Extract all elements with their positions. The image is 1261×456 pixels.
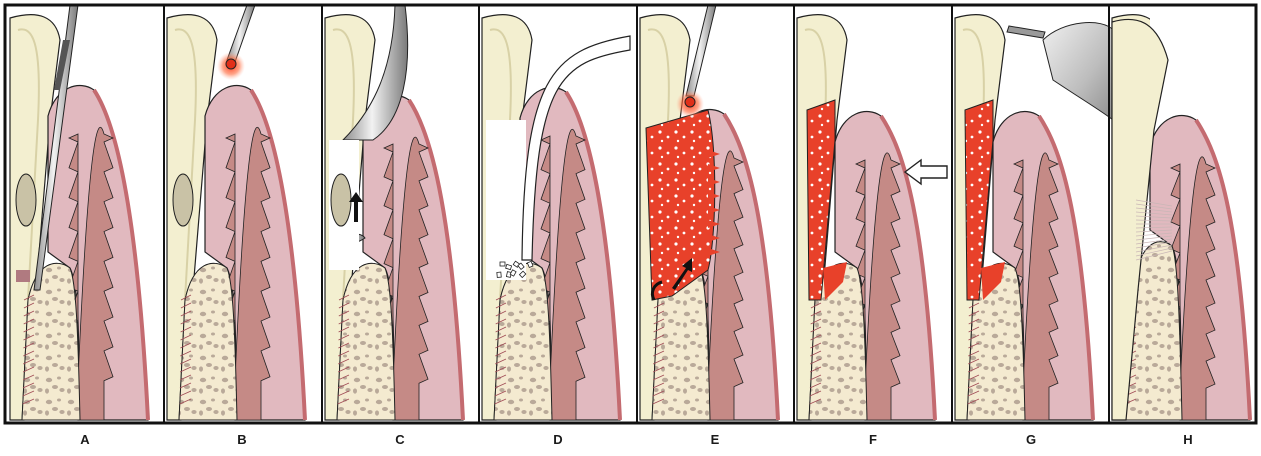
panel-label-g: G bbox=[1011, 432, 1051, 447]
panel-g bbox=[955, 15, 1113, 420]
panel-label-c: C bbox=[380, 432, 420, 447]
lased-tissue bbox=[646, 110, 715, 300]
handpiece bbox=[1043, 23, 1113, 120]
panel-e bbox=[640, 5, 778, 420]
bone-particle bbox=[500, 262, 505, 266]
occlusal-bur bbox=[1007, 26, 1045, 38]
open-arrow-icon bbox=[905, 160, 947, 184]
panel-c bbox=[325, 5, 463, 420]
panel-b bbox=[167, 5, 305, 420]
laser-tip bbox=[226, 59, 236, 69]
bone-particle bbox=[506, 264, 512, 269]
calculus bbox=[16, 174, 36, 226]
debrided-space bbox=[486, 120, 526, 280]
panel-label-f: F bbox=[853, 432, 893, 447]
panel-h bbox=[1112, 10, 1250, 420]
panel-label-a: A bbox=[65, 432, 105, 447]
panel-d bbox=[482, 15, 630, 420]
panel-label-h: H bbox=[1168, 432, 1208, 447]
calculus bbox=[173, 174, 193, 226]
panel-f bbox=[797, 15, 947, 420]
laser-fiber bbox=[686, 5, 716, 96]
panel-label-b: B bbox=[222, 432, 262, 447]
calculus bbox=[331, 174, 351, 226]
bone-particle bbox=[497, 272, 501, 277]
panel-label-d: D bbox=[538, 432, 578, 447]
panel-a bbox=[10, 5, 148, 420]
laser-tip bbox=[685, 97, 695, 107]
panel-label-e: E bbox=[695, 432, 735, 447]
pocket bbox=[16, 270, 30, 282]
